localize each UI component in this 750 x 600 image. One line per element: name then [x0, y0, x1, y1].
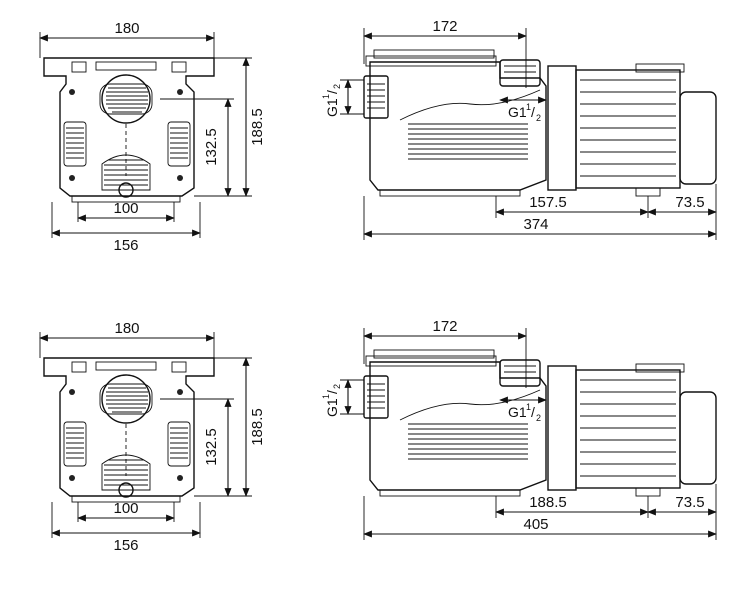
- dim-base-outer: 156: [113, 237, 138, 254]
- svg-text:1: 1: [526, 102, 531, 112]
- label-outlet-thread: G1 1 / 2: [508, 402, 541, 423]
- svg-text:2: 2: [536, 113, 541, 123]
- label-inlet-thread: G1 1 / 2: [321, 384, 342, 417]
- svg-text:G1: G1: [324, 398, 340, 417]
- dim-base-outer: 156: [113, 537, 138, 554]
- dim-base-inner: 100: [113, 200, 138, 217]
- svg-text:2: 2: [332, 384, 342, 389]
- label-inlet-thread: G1 1 / 2: [321, 84, 342, 117]
- inlet-grill: [106, 387, 148, 413]
- side-fins-left: [63, 421, 87, 467]
- dim-center-height: 132.5: [203, 128, 220, 166]
- dim-foot-spacing: 157.5: [529, 194, 567, 211]
- dim-overall-length: 405: [523, 516, 548, 533]
- dim-motor-end: 73.5: [675, 494, 704, 511]
- svg-text:G1: G1: [508, 104, 527, 120]
- svg-text:G1: G1: [324, 98, 340, 117]
- drawing-set-2: 180 188.5 132.5 100 156: [39, 318, 717, 554]
- svg-text:G1: G1: [508, 404, 527, 420]
- dim-height: 188.5: [249, 108, 266, 146]
- front-view-1: 180 188.5 132.5 100 156: [39, 20, 266, 254]
- side-fins-right: [167, 421, 191, 467]
- dim-height: 188.5: [249, 408, 266, 446]
- side-view-2: 172 G1 1 / 2 G1 1 / 2 188.5 73: [321, 318, 717, 540]
- dim-motor-end: 73.5: [675, 194, 704, 211]
- dim-inlet-to-outlet: 172: [432, 318, 457, 335]
- svg-text:/: /: [531, 104, 535, 120]
- bottom-grill: [101, 454, 151, 491]
- dim-base-inner: 100: [113, 500, 138, 517]
- front-pump-body: [43, 57, 215, 203]
- side-fins-right: [167, 121, 191, 167]
- svg-text:1: 1: [321, 394, 331, 399]
- front-view-2: 180 188.5 132.5 100 156: [39, 320, 266, 554]
- vent-slats: [408, 423, 528, 460]
- dim-center-height: 132.5: [203, 428, 220, 466]
- svg-text:2: 2: [332, 84, 342, 89]
- motor-fins: [580, 379, 676, 477]
- side-pump-body: [363, 349, 717, 497]
- side-pump-body: [363, 49, 717, 197]
- side-fins-left: [63, 121, 87, 167]
- inlet-grill: [106, 87, 148, 113]
- svg-text:/: /: [324, 390, 340, 394]
- svg-text:/: /: [324, 90, 340, 94]
- dim-inlet-to-outlet: 172: [432, 18, 457, 35]
- motor-fins: [580, 79, 676, 177]
- dim-overall-width: 180: [114, 320, 139, 337]
- dim-foot-spacing: 188.5: [529, 494, 567, 511]
- vent-slats: [408, 123, 528, 160]
- drawing-set-1: 180 188.5 132.5 100 156: [39, 18, 717, 254]
- side-view-1: 172 G1 1 / 2 G1 1 / 2 157.5 73: [321, 18, 717, 240]
- svg-text:1: 1: [321, 94, 331, 99]
- label-outlet-thread: G1 1 / 2: [508, 102, 541, 123]
- svg-text:1: 1: [526, 402, 531, 412]
- svg-text:/: /: [531, 404, 535, 420]
- dim-overall-length: 374: [523, 216, 548, 233]
- front-pump-body: [43, 357, 215, 503]
- svg-text:2: 2: [536, 413, 541, 423]
- bottom-grill: [101, 154, 151, 191]
- dim-overall-width: 180: [114, 20, 139, 37]
